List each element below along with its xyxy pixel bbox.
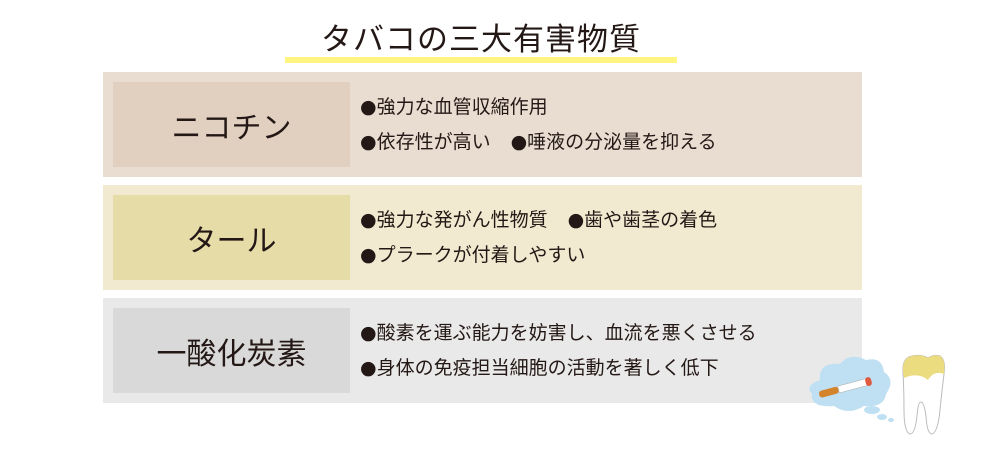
row-label: タール <box>113 195 350 280</box>
row-label: 一酸化炭素 <box>113 308 350 393</box>
row-items: ●強力な発がん性物質 ●歯や歯茎の着色 ●プラークが付着しやすい <box>360 203 737 273</box>
cigarette-icon <box>818 377 872 398</box>
title-underline <box>285 57 677 63</box>
item: ●身体の免疫担当細胞の活動を著しく低下 <box>360 357 719 379</box>
item: ●依存性が高い <box>360 131 491 153</box>
row-nicotine: ニコチン ●強力な血管収縮作用 ●依存性が高い ●唾液の分泌量を抑える <box>103 72 862 177</box>
item: ●酸素を運ぶ能力を妨害し、血流を悪くさせる <box>360 322 757 344</box>
row-tar: タール ●強力な発がん性物質 ●歯や歯茎の着色 ●プラークが付着しやすい <box>103 185 862 290</box>
item: ●プラークが付着しやすい <box>360 244 586 266</box>
item: ●歯や歯茎の着色 <box>567 209 718 231</box>
item: ●唾液の分泌量を抑える <box>510 131 717 153</box>
item: ●強力な血管収縮作用 <box>360 96 548 118</box>
row-items: ●強力な血管収縮作用 ●依存性が高い ●唾液の分泌量を抑える <box>360 90 737 160</box>
tooth-icon <box>902 354 945 435</box>
row-carbon-monoxide: 一酸化炭素 ●酸素を運ぶ能力を妨害し、血流を悪くさせる ●身体の免疫担当細胞の活… <box>103 298 862 403</box>
cigarette-tooth-illustration <box>809 354 945 435</box>
row-label: ニコチン <box>113 82 350 167</box>
row-items: ●酸素を運ぶ能力を妨害し、血流を悪くさせる ●身体の免疫担当細胞の活動を著しく低… <box>360 316 777 386</box>
page-title: タバコの三大有害物質 <box>321 22 641 58</box>
item: ●強力な発がん性物質 <box>360 209 548 231</box>
